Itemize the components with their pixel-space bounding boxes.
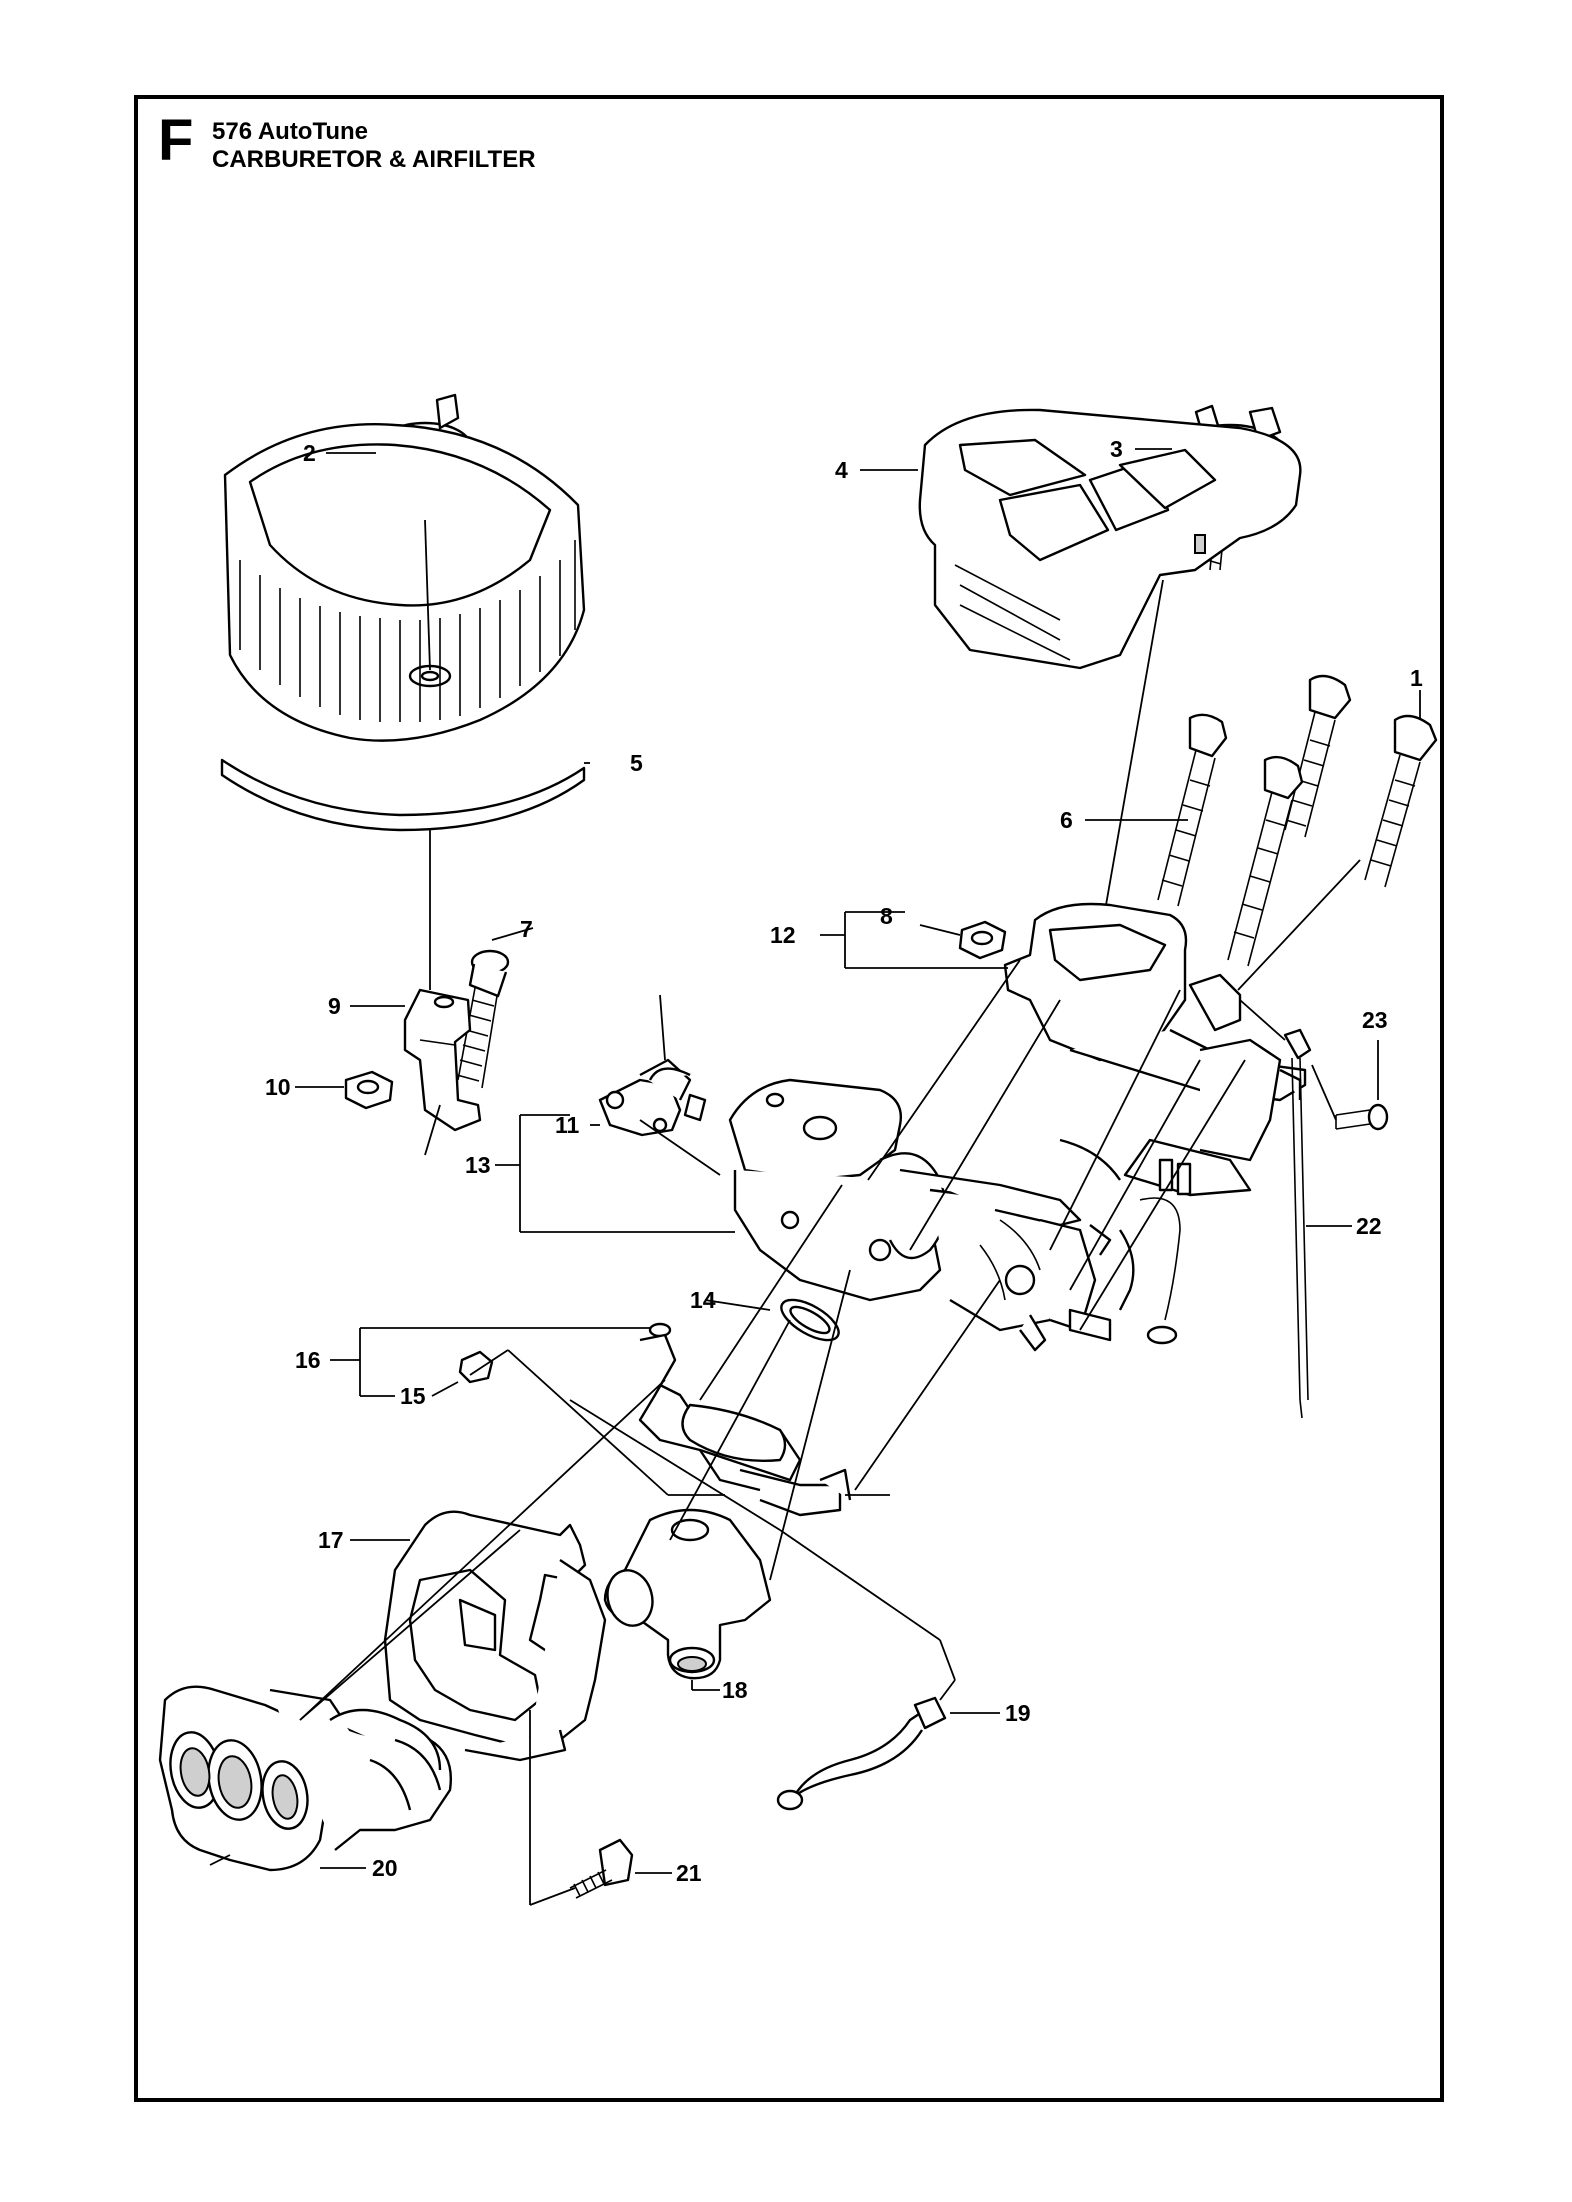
diagram-frame (134, 95, 1444, 2102)
diagram-title: CARBURETOR & AIRFILTER (212, 146, 536, 173)
model-title: 576 AutoTune (212, 118, 369, 145)
nut-15[interactable] (458, 1350, 494, 1384)
callout-22: 22 (1356, 1213, 1382, 1239)
filter-holder-12[interactable] (1003, 902, 1307, 1197)
callout-13: 13 (465, 1152, 491, 1178)
air-filter-5[interactable] (220, 423, 586, 832)
callout-10: 10 (265, 1074, 291, 1100)
nut-8[interactable] (958, 920, 1007, 960)
screw-21[interactable] (569, 1838, 634, 1899)
callout-21: 21 (676, 1860, 702, 1886)
callout-20: 20 (372, 1855, 398, 1881)
screw-1b[interactable] (1284, 674, 1352, 838)
bracket-9[interactable] (403, 988, 482, 1132)
callout-12: 12 (770, 922, 796, 948)
leader-lines (209, 448, 1421, 1906)
callout-1: 1 (1410, 665, 1423, 691)
impulse-hose-19[interactable] (776, 1696, 947, 1811)
section-letter: F (158, 108, 194, 173)
callout-17: 17 (318, 1527, 344, 1553)
air-filter-cover-4[interactable] (918, 408, 1302, 670)
gasket-14[interactable] (775, 1292, 844, 1348)
callout-19: 19 (1005, 1700, 1031, 1726)
callout-4: 4 (835, 457, 848, 483)
callout-labels: 1 2 3 4 5 6 7 8 9 10 11 12 13 14 15 16 1… (265, 436, 1423, 1886)
screw-6[interactable] (1157, 713, 1228, 907)
callout-15: 15 (400, 1383, 426, 1409)
callout-3: 3 (1110, 436, 1123, 462)
nut-10[interactable] (344, 1070, 394, 1110)
callout-8: 8 (880, 903, 893, 929)
callout-18: 18 (722, 1677, 748, 1703)
intake-bracket-16[interactable] (638, 1322, 852, 1517)
callout-2: 2 (303, 440, 316, 466)
screw-6b[interactable] (1227, 755, 1304, 967)
callout-5: 5 (630, 750, 643, 776)
callout-23: 23 (1362, 1007, 1388, 1033)
intake-manifold-20[interactable] (158, 1685, 452, 1872)
cable-tie-22[interactable] (1283, 1028, 1312, 1419)
callout-6: 6 (1060, 807, 1073, 833)
screw-7[interactable] (456, 949, 510, 1089)
intake-boot-18[interactable] (602, 1508, 772, 1680)
callout-9: 9 (328, 993, 341, 1019)
screw-23[interactable] (1335, 1103, 1389, 1131)
callout-7: 7 (520, 916, 533, 942)
callout-16: 16 (295, 1347, 321, 1373)
screw-1[interactable] (1364, 714, 1438, 888)
throttle-part-11[interactable] (598, 1058, 707, 1137)
carburetor-13[interactable] (728, 1078, 1181, 1352)
callout-11: 11 (555, 1112, 580, 1138)
callout-14: 14 (690, 1287, 716, 1313)
gasket-frame-17[interactable] (383, 1510, 607, 1762)
